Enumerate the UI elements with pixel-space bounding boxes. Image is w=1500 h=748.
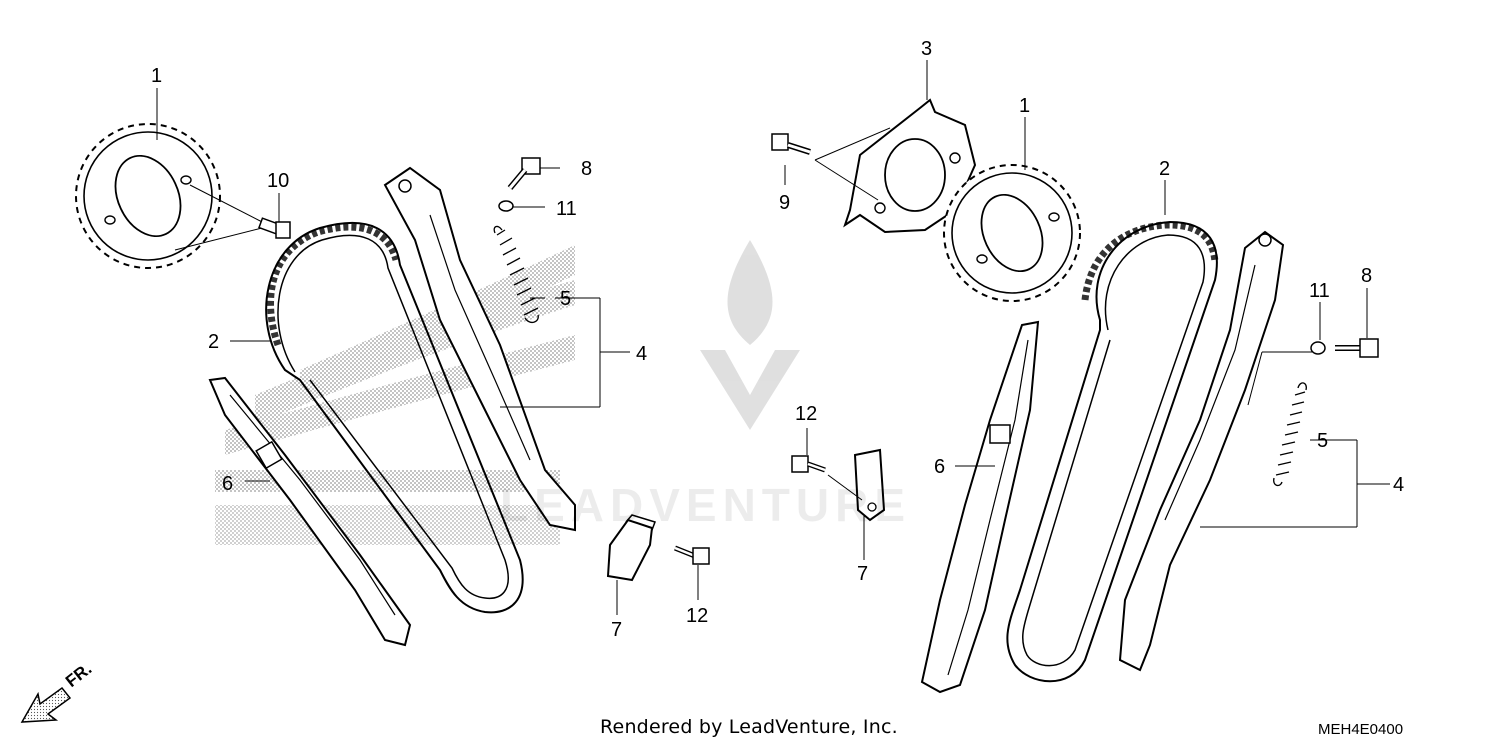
callout-2-left: 2 xyxy=(208,331,219,353)
cam-chain-right xyxy=(1006,220,1219,683)
callout-12-right: 12 xyxy=(795,403,817,425)
callout-11-right: 11 xyxy=(1309,280,1330,302)
callout-8-left: 8 xyxy=(581,158,592,180)
callout-1-right: 1 xyxy=(1019,95,1030,117)
callouts-right: 3 1 9 2 8 11 5 4 12 6 7 xyxy=(779,38,1404,585)
callout-3-right: 3 xyxy=(921,38,932,60)
cam-chain-guide-left xyxy=(208,376,412,647)
leadventure-watermark-logo xyxy=(700,240,800,430)
bolt-8-left xyxy=(498,157,541,212)
diagram-code: MEH4E0400 xyxy=(1318,721,1404,738)
bolt-8-right xyxy=(1310,338,1379,358)
bolt-9-right xyxy=(771,127,891,201)
cam-chain-left xyxy=(265,222,524,614)
cam-chain-guide-right xyxy=(920,320,1040,694)
callout-11-left: 11 xyxy=(556,198,577,220)
callout-8-right: 8 xyxy=(1361,265,1372,287)
leader-lines-left xyxy=(156,88,699,615)
watermark-text: LEADVENTURE xyxy=(500,479,912,531)
cam-chain-tensioner-left xyxy=(383,166,576,532)
bolt-12-right xyxy=(791,455,863,501)
callout-12-left: 12 xyxy=(686,605,708,627)
callout-7-right: 7 xyxy=(857,563,868,585)
callout-5-left: 5 xyxy=(560,288,571,310)
bolt-12-left xyxy=(674,545,710,565)
front-direction-arrow-icon xyxy=(20,686,72,723)
tensioner-spring-left xyxy=(493,225,539,324)
tensioner-spring-right xyxy=(1273,382,1307,487)
sprocket-bracket-right xyxy=(843,98,977,234)
callout-4-left: 4 xyxy=(636,343,647,365)
guide-plate-left xyxy=(606,514,656,582)
cam-sprocket-left xyxy=(75,123,221,269)
leader-lines-right xyxy=(784,60,1390,560)
callout-5-right: 5 xyxy=(1317,430,1328,452)
callout-7-left: 7 xyxy=(611,619,622,641)
guide-plate-right xyxy=(853,448,886,522)
callout-6-left: 6 xyxy=(222,473,233,495)
callout-1-left: 1 xyxy=(151,65,162,87)
callout-6-right: 6 xyxy=(934,456,945,478)
cam-sprocket-right xyxy=(943,164,1081,302)
cam-chain-tensioner-right xyxy=(1118,230,1285,672)
bolt-10-left xyxy=(174,184,291,251)
callout-2-right: 2 xyxy=(1159,158,1170,180)
rendered-by-credit: Rendered by LeadVenture, Inc. xyxy=(600,716,898,738)
callouts-left: 1 10 2 8 11 5 4 6 7 12 xyxy=(151,65,708,641)
callout-10-left: 10 xyxy=(267,170,289,192)
callout-9-right: 9 xyxy=(779,192,790,214)
callout-4-right: 4 xyxy=(1393,474,1404,496)
